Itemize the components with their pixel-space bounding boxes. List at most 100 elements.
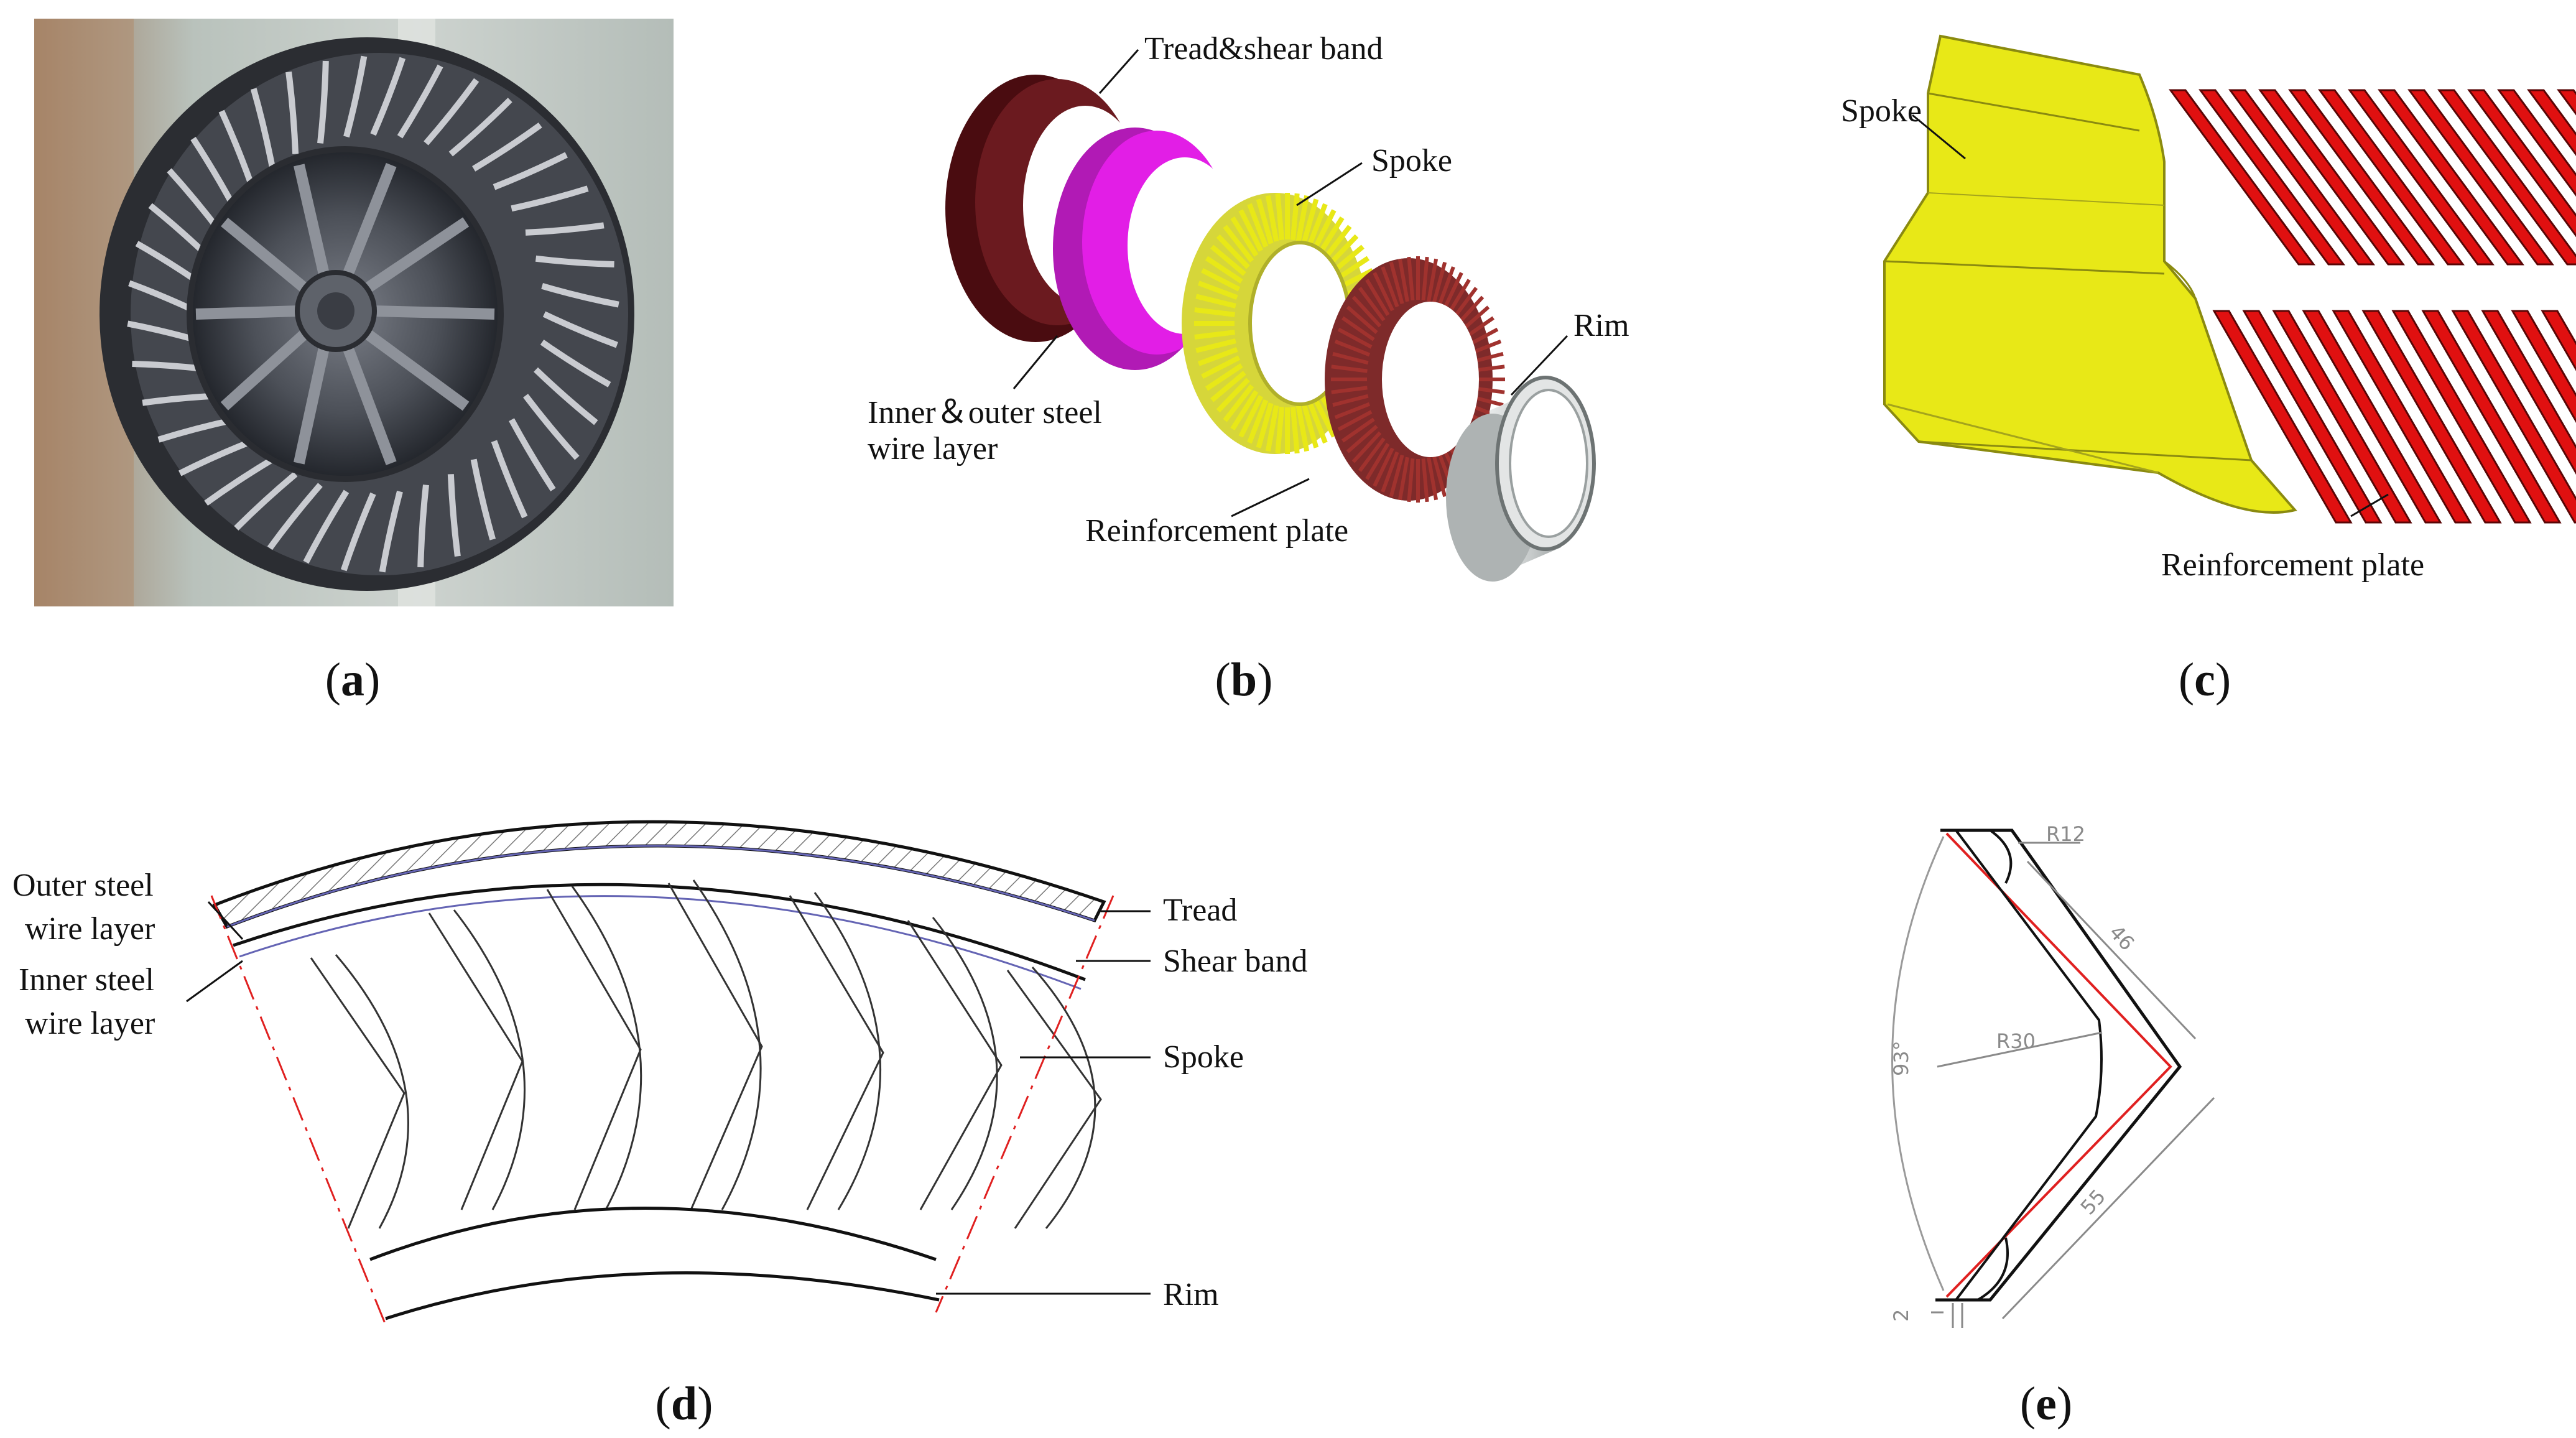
reinforcement-plate-piece bbox=[1346, 305, 1378, 335]
reinforcement-plate-piece bbox=[1331, 364, 1368, 373]
reinforcement-plate-piece bbox=[1397, 258, 1409, 302]
panel-b-leader-lines bbox=[1012, 49, 1568, 517]
wheel-spoke bbox=[342, 344, 397, 465]
tread-band bbox=[212, 820, 1106, 929]
reinforcement-plate-piece bbox=[1397, 457, 1409, 501]
reinforcement-plate-piece bbox=[1373, 447, 1394, 487]
yellow-spoke bbox=[1301, 198, 1319, 244]
spoke-outline bbox=[907, 920, 1003, 1210]
reinforcement-plate bbox=[2391, 310, 2532, 524]
reinforcement-plate bbox=[2361, 310, 2502, 524]
tire-spoke bbox=[379, 490, 403, 573]
reinforcement-plate bbox=[2288, 89, 2435, 266]
spoke-outline bbox=[1031, 967, 1096, 1229]
label-wire-layer-line2: wire layer bbox=[868, 431, 998, 466]
reinforcement-plate bbox=[2272, 310, 2412, 524]
reinforcement-plate-piece bbox=[1332, 394, 1369, 407]
reinforcement-plate-piece bbox=[1365, 443, 1390, 480]
yellow-spoke bbox=[1201, 355, 1241, 379]
reinforcement-plate bbox=[2348, 89, 2495, 266]
reinforcement-plate bbox=[2212, 310, 2353, 524]
wheel-spoke bbox=[363, 328, 470, 411]
reinforcement-plate bbox=[2302, 310, 2442, 524]
reinforcement-plate-piece bbox=[1381, 266, 1399, 308]
wheel-spoke bbox=[342, 163, 397, 278]
wheel-spoke bbox=[195, 305, 299, 320]
reinforcement-plate bbox=[2421, 310, 2562, 524]
yellow-spoke bbox=[1311, 395, 1337, 438]
yellow-spoke bbox=[1247, 203, 1269, 248]
panel-e-caption: (e) bbox=[2020, 1378, 2072, 1430]
rim-ring bbox=[1446, 376, 1596, 582]
reinforcement-plate-piece bbox=[1334, 402, 1371, 419]
reinforcement-plate-piece bbox=[1358, 437, 1386, 472]
reinforcement-plate-piece bbox=[1427, 457, 1439, 501]
reinforcement-plate-piece bbox=[1341, 316, 1375, 341]
reinforcement-plate bbox=[2228, 89, 2375, 266]
wheel-spoke bbox=[294, 164, 330, 277]
tire-spoke bbox=[470, 458, 496, 540]
reinforcement-plate-piece bbox=[1446, 279, 1471, 316]
reinforcement-plate-piece bbox=[1365, 279, 1390, 316]
tire-spoke bbox=[541, 283, 619, 308]
tire-spoke bbox=[493, 152, 568, 190]
tire-spoke bbox=[525, 222, 605, 236]
spokes-section bbox=[310, 879, 1102, 1229]
yellow-spoke bbox=[1205, 256, 1243, 284]
reinforcement-plate bbox=[2557, 89, 2576, 116]
yellow-spoke bbox=[1238, 395, 1264, 438]
reinforcement-plate-piece bbox=[1389, 261, 1404, 305]
reinforcement-plate bbox=[2407, 89, 2554, 266]
reinforcement-plate-piece bbox=[1351, 295, 1382, 328]
yellow-spoke bbox=[1210, 371, 1246, 402]
reinforcement-plate-piece bbox=[1341, 417, 1375, 443]
tire-spoke bbox=[234, 471, 298, 531]
reinforcement-plate-piece bbox=[1334, 340, 1371, 357]
tire-spoke bbox=[285, 71, 299, 154]
tire-spoke bbox=[417, 485, 429, 568]
reinforcement-plate-piece bbox=[1427, 258, 1439, 302]
spoke-outline bbox=[428, 912, 524, 1210]
tire-spoke bbox=[204, 457, 274, 506]
reinforcement-plate-piece bbox=[1421, 458, 1429, 503]
spoke-outline bbox=[571, 886, 642, 1210]
spoke-outline bbox=[789, 895, 884, 1210]
dim-46: 46 bbox=[2105, 921, 2139, 955]
tire-spoke bbox=[267, 483, 323, 550]
tire-spoke bbox=[535, 255, 614, 267]
reinforcement-plate-piece bbox=[1358, 287, 1386, 322]
yellow-spoke bbox=[1223, 384, 1254, 422]
spoke-outline bbox=[667, 883, 763, 1210]
yellow-spoke bbox=[1230, 390, 1259, 431]
spoke-outline bbox=[310, 957, 405, 1229]
reinforcement-plate-piece bbox=[1421, 256, 1429, 300]
reinforcement-plate bbox=[2437, 89, 2576, 266]
yellow-spoke bbox=[1197, 281, 1238, 300]
reinforcement-plate bbox=[2169, 89, 2315, 266]
label-rim-d: Rim bbox=[1163, 1277, 1219, 1312]
label-outer-wire-line2: wire layer bbox=[25, 911, 155, 947]
tire-spoke bbox=[370, 57, 406, 136]
tire-spoke bbox=[509, 418, 556, 491]
reinforcement-plate bbox=[2332, 310, 2472, 524]
yellow-spoke bbox=[1301, 402, 1319, 448]
reinforcement-plate bbox=[2242, 310, 2383, 524]
label-tread-shear-band: Tread&shear band bbox=[1144, 31, 1383, 67]
reinforcement-plate bbox=[2258, 89, 2405, 266]
tire-spoke bbox=[303, 489, 350, 564]
yellow-spoke bbox=[1311, 209, 1337, 252]
label-inner-wire-line2: wire layer bbox=[25, 1006, 155, 1041]
yellow-spoke bbox=[1194, 330, 1235, 340]
reinforcement-plate-piece bbox=[1331, 386, 1368, 394]
panel-c-leader-lines bbox=[1912, 114, 2389, 517]
panel-c-spoke-detail: Spoke Reinforcement plate bbox=[1841, 34, 2576, 583]
reinforcement-plate-piece bbox=[1407, 458, 1415, 503]
yellow-spoke bbox=[1230, 216, 1259, 257]
reinforcement-plate-piece bbox=[1373, 272, 1394, 312]
tire-spoke bbox=[178, 438, 254, 476]
label-reinforcement-plate-b: Reinforcement plate bbox=[1085, 513, 1348, 549]
reinforcement-plate bbox=[2527, 89, 2576, 156]
tire-spoke bbox=[397, 64, 443, 139]
dim-93-degrees: 93° bbox=[1889, 1041, 1913, 1076]
